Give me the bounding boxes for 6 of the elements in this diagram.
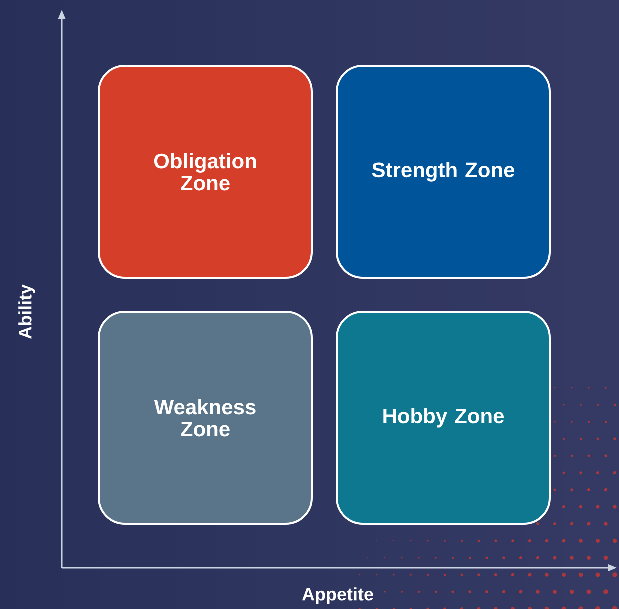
zone-box: Weakness Zone xyxy=(98,310,313,525)
zone-box: Hobby Zone xyxy=(336,310,551,525)
zone-box: Strength Zone xyxy=(336,65,551,279)
axis-label: Appetite xyxy=(302,588,374,604)
zone-box: Obligation Zone xyxy=(98,65,313,279)
axis-label: Ability xyxy=(18,284,36,340)
